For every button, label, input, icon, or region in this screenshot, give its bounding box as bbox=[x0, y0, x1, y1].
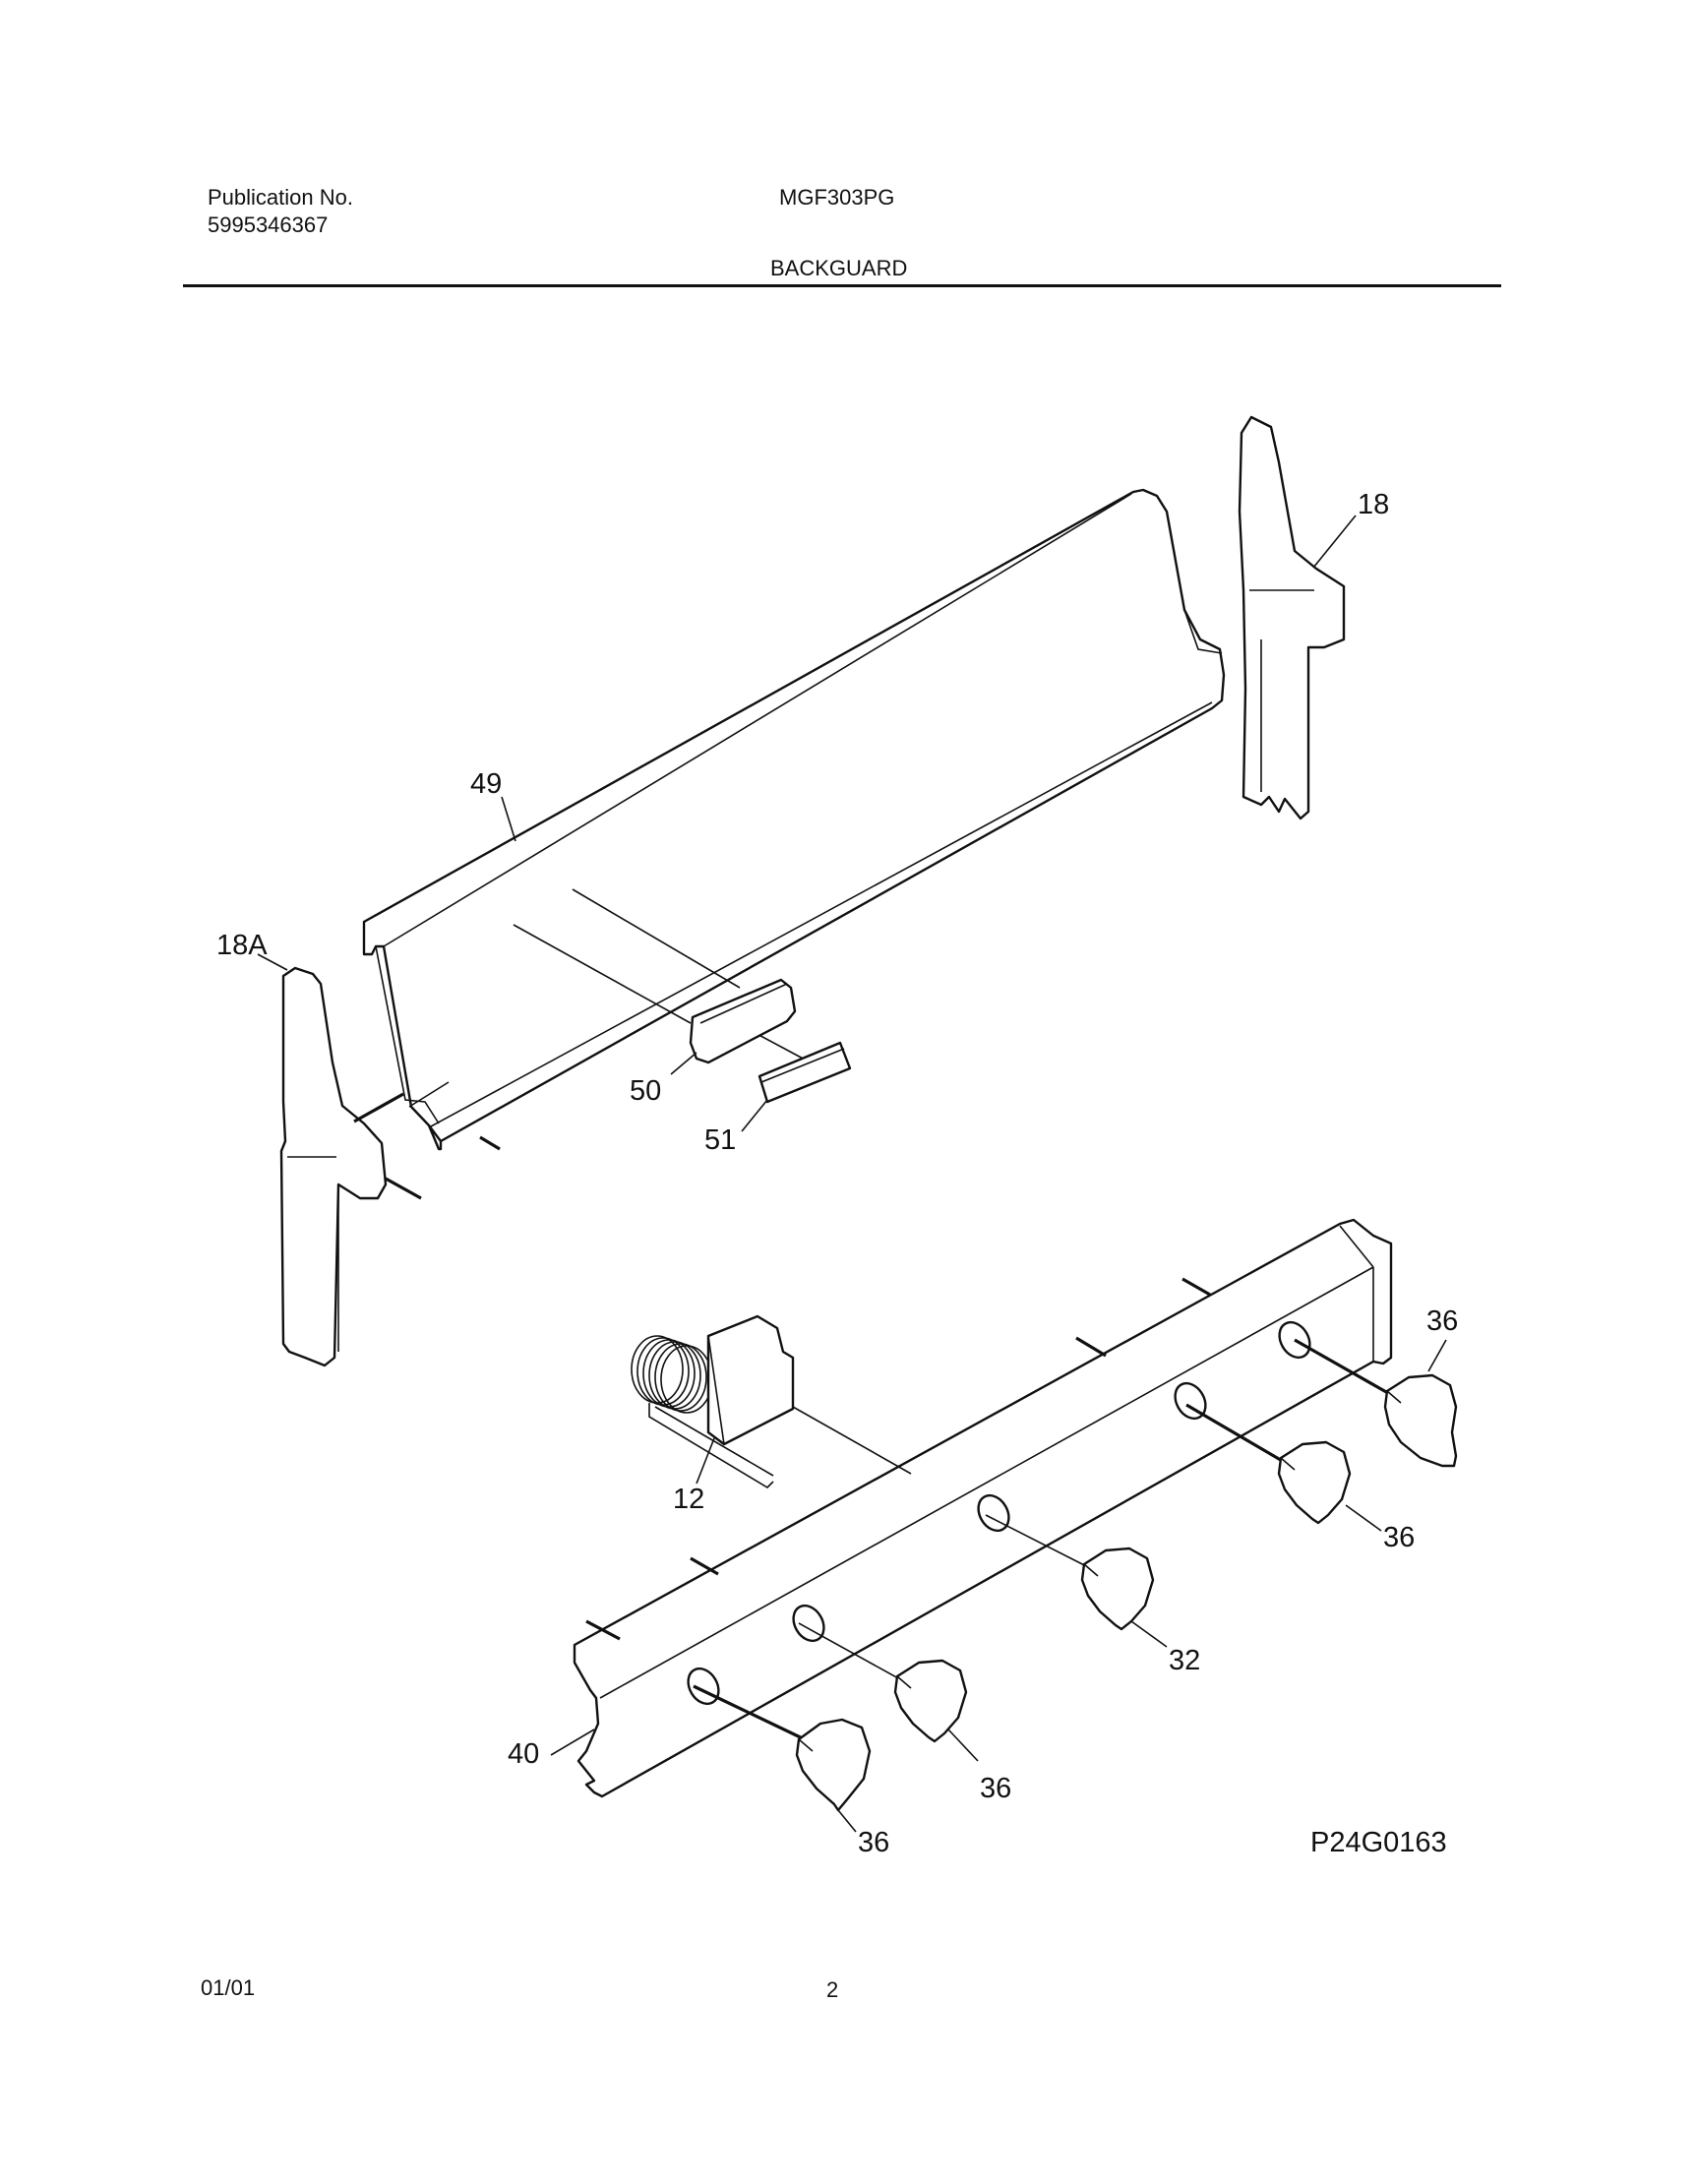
end-cap-right bbox=[1238, 415, 1346, 820]
callout-40: 40 bbox=[508, 1738, 539, 1770]
header-rule bbox=[183, 284, 1501, 287]
leader-49 bbox=[501, 796, 516, 842]
leader-51 bbox=[741, 1099, 768, 1132]
thermostat bbox=[631, 1314, 912, 1489]
section-title: BACKGUARD bbox=[770, 256, 908, 280]
leader-knob-center bbox=[1130, 1620, 1168, 1648]
leader-18 bbox=[1312, 515, 1357, 569]
knob-center bbox=[1080, 1547, 1155, 1631]
publication-label: Publication No. bbox=[208, 185, 353, 210]
callout-knob-mid-right: 36 bbox=[1383, 1522, 1415, 1553]
footer-page-number: 2 bbox=[826, 1977, 839, 2002]
callout-51: 51 bbox=[704, 1124, 736, 1156]
publication-number: 5995346367 bbox=[208, 212, 329, 237]
leader-40 bbox=[550, 1729, 595, 1756]
trim-50 bbox=[689, 978, 797, 1064]
leader-knob-bottom-left bbox=[837, 1809, 857, 1833]
callout-18a: 18A bbox=[216, 930, 268, 961]
callout-knob-center: 32 bbox=[1169, 1645, 1200, 1676]
footer-date: 01/01 bbox=[201, 1975, 256, 2000]
callout-49: 49 bbox=[470, 768, 502, 800]
leader-50 bbox=[670, 1052, 697, 1075]
control-panel bbox=[573, 1218, 1393, 1798]
leader-knob-mid-right bbox=[1345, 1504, 1382, 1532]
callout-50: 50 bbox=[630, 1075, 661, 1107]
knob-bottom-left bbox=[795, 1718, 872, 1812]
leader-18a bbox=[257, 953, 288, 971]
leader-knob-top-right bbox=[1427, 1339, 1447, 1372]
callout-knob-mid-left: 36 bbox=[980, 1773, 1011, 1804]
knob-mid-right bbox=[1277, 1440, 1352, 1525]
backguard-panel bbox=[362, 488, 1226, 1151]
callout-12: 12 bbox=[673, 1484, 704, 1515]
leader-knob-mid-left bbox=[947, 1729, 979, 1762]
knob-top-right bbox=[1383, 1373, 1458, 1468]
callout-knob-bottom-left: 36 bbox=[858, 1827, 889, 1858]
trim-51 bbox=[757, 1041, 852, 1104]
model-number: MGF303PG bbox=[779, 185, 895, 210]
end-cap-left bbox=[279, 966, 388, 1367]
callout-18: 18 bbox=[1358, 489, 1389, 520]
leader-12 bbox=[696, 1437, 715, 1485]
diagram-id: P24G0163 bbox=[1310, 1827, 1447, 1858]
knob-mid-left bbox=[893, 1659, 968, 1743]
callout-knob-top-right: 36 bbox=[1426, 1305, 1458, 1337]
